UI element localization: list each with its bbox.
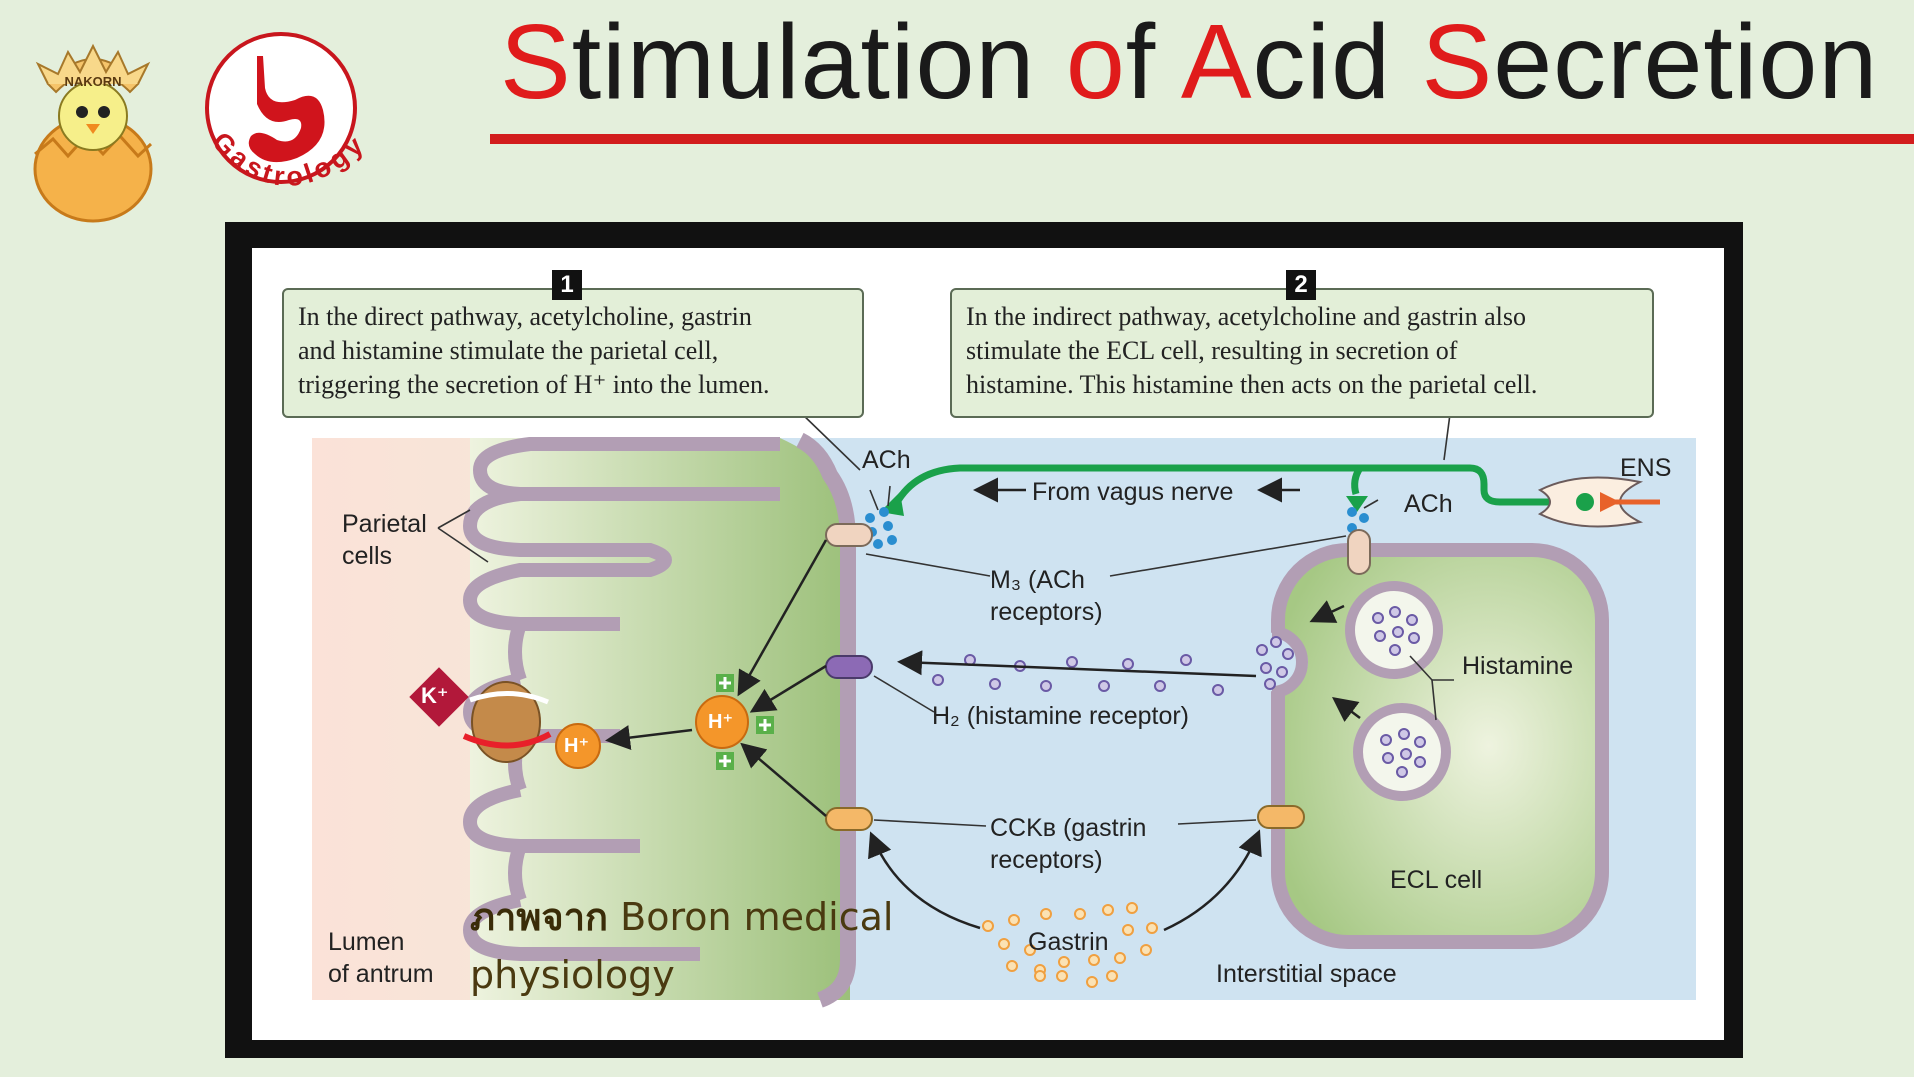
ecl-cell-label: ECL cell — [1390, 866, 1483, 894]
parietal-cells-label: cells — [342, 542, 393, 570]
title-part: ecretion — [1493, 3, 1879, 121]
ach-label-ecl: ACh — [1404, 490, 1453, 518]
leader-lines — [437, 411, 1454, 827]
logo-text: NAKORN — [64, 74, 121, 89]
m3-receptor-label: receptors) — [990, 598, 1103, 626]
gastrology-logo: Gastrology — [205, 32, 368, 192]
title-part: A — [1180, 3, 1253, 121]
parietal-cell-body — [470, 438, 850, 1000]
chick-egg-logo: NAKORN — [33, 43, 153, 223]
gastrin-molecules — [982, 902, 1158, 988]
cck-receptor-label: receptors) — [990, 846, 1103, 874]
callout-line: In the indirect pathway, acetylcholine a… — [966, 302, 1527, 331]
title-part: o — [1065, 3, 1126, 121]
parietal-apical-folds — [508, 621, 527, 683]
stimulation-plus-signs — [719, 677, 771, 767]
cck-receptor-label: CCKʙ (gastrin — [990, 814, 1147, 842]
h2-receptor-label: H₂ (histamine receptor) — [932, 702, 1190, 730]
title-part: S — [500, 3, 572, 121]
callout-badge-2: 2 — [1286, 270, 1316, 300]
ens-efferent — [1600, 492, 1620, 512]
histamine-granules — [1256, 606, 1426, 778]
m3-receptor-parietal — [825, 523, 873, 547]
m3-receptor-label: M₃ (ACh — [990, 566, 1085, 594]
pump-h-flow — [462, 731, 552, 749]
title-underline — [490, 134, 1914, 144]
lumen-label: of antrum — [328, 960, 434, 988]
ens-label: ENS — [1620, 454, 1672, 482]
h-ion-cell — [695, 695, 749, 749]
vagus-nerve-terminal — [1346, 496, 1368, 512]
m3-receptor-ecl — [1347, 529, 1371, 575]
k-ion — [409, 667, 469, 727]
vagus-nerve-label: From vagus nerve — [1032, 478, 1234, 506]
title-part: S — [1421, 3, 1494, 121]
histamine-label: Histamine — [1462, 652, 1574, 680]
callout-line: histamine. This histamine then acts on t… — [966, 370, 1538, 399]
h-ion-label: H⁺ — [564, 735, 589, 757]
callout-badge-1: 1 — [552, 270, 582, 300]
title-part: f — [1125, 3, 1181, 121]
pump-k-flow — [469, 691, 549, 705]
callout-line: In the direct pathway, acetylcholine, ga… — [298, 302, 752, 331]
callout-indirect-pathway: In the indirect pathway, acetylcholine a… — [950, 288, 1654, 418]
vagus-nerve-fiber — [892, 464, 1590, 506]
callout-line: and histamine stimulate the parietal cel… — [298, 336, 719, 365]
gastrin-label: Gastrin — [1028, 928, 1109, 956]
lumen-label: Lumen — [328, 928, 405, 956]
ecl-exocytosis-pocket — [1271, 626, 1308, 698]
callout-line: triggering the secretion of H⁺ into the … — [298, 370, 770, 399]
h-ion-label: H⁺ — [708, 711, 733, 733]
cck-receptor-parietal — [825, 807, 873, 831]
ens-neuron-soma — [1576, 493, 1594, 511]
interstitial-space-label: Interstitial space — [1216, 960, 1397, 988]
signal-arrows — [605, 477, 1361, 932]
callout-line: stimulate the ECL cell, resulting in sec… — [966, 336, 1458, 365]
k-ion-label: K⁺ — [421, 683, 449, 708]
title-part: cid — [1252, 3, 1422, 121]
parietal-cells-label: Parietal — [342, 510, 427, 538]
vagus-nerve-branch — [1351, 466, 1363, 495]
credit-thai: ภาพจาก — [470, 895, 609, 939]
page-title: Stimulation of Acid Secretion — [500, 2, 1900, 122]
title-part: timulation — [571, 3, 1066, 121]
ach-label-parietal: ACh — [862, 446, 911, 474]
image-credit: ภาพจาก Boron medical physiology — [470, 888, 893, 1004]
parietal-basolateral-membrane — [796, 432, 856, 1008]
credit-source: physiology — [470, 953, 675, 997]
callout-direct-pathway: In the direct pathway, acetylcholine, ga… — [282, 288, 864, 418]
cck-receptor-ecl — [1257, 805, 1305, 829]
parietal-apical-folds — [508, 843, 527, 903]
h2-receptor — [825, 655, 873, 679]
h-ion-lumen — [555, 723, 601, 769]
parietal-apical-folds — [462, 437, 780, 961]
credit-source: Boron medical — [620, 895, 894, 939]
